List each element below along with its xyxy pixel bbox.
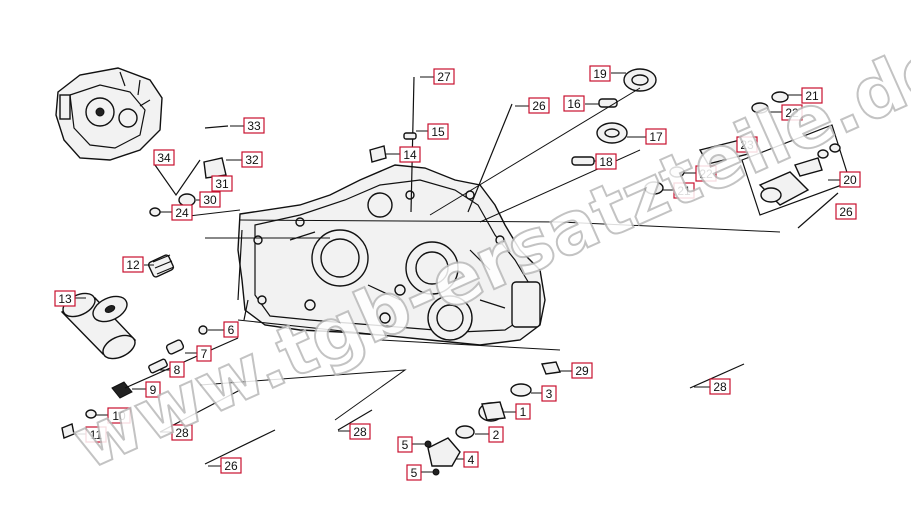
svg-text:2: 2: [493, 428, 500, 442]
svg-text:20: 20: [843, 173, 857, 187]
svg-text:4: 4: [468, 453, 475, 467]
oil-filter: [60, 292, 137, 360]
svg-text:13: 13: [58, 292, 72, 306]
svg-text:16: 16: [567, 97, 581, 111]
svg-text:21: 21: [805, 89, 819, 103]
callout-26b: 26: [835, 203, 857, 220]
callout-2: 2: [475, 426, 504, 443]
svg-text:5: 5: [411, 466, 418, 480]
callout-labels: 1 2 3 4 5 5 6: [54, 65, 861, 481]
svg-text:32: 32: [245, 153, 259, 167]
svg-text:22: 22: [699, 167, 713, 181]
oil-pump-parts: [424, 361, 561, 476]
svg-text:23: 23: [740, 138, 754, 152]
assembly-lines: [171, 149, 781, 421]
svg-text:28: 28: [713, 380, 727, 394]
small-parts-upper-left: [149, 132, 417, 217]
gears: [429, 68, 789, 216]
callout-16: 16: [563, 95, 599, 112]
svg-text:26: 26: [532, 99, 546, 113]
svg-text:31: 31: [215, 177, 229, 191]
svg-text:8: 8: [174, 363, 181, 377]
svg-text:29: 29: [575, 364, 589, 378]
callout-34: 34: [153, 149, 175, 166]
svg-text:26: 26: [839, 205, 853, 219]
svg-text:24: 24: [175, 206, 189, 220]
callout-26a: 26: [515, 97, 550, 114]
svg-text:28: 28: [175, 426, 189, 440]
svg-text:27: 27: [437, 70, 451, 84]
engine-thumbnail: [55, 67, 163, 161]
callout-10: 10: [96, 407, 131, 424]
svg-text:3: 3: [546, 387, 553, 401]
svg-text:33: 33: [247, 119, 261, 133]
callout-12: 12: [122, 256, 154, 273]
svg-text:34: 34: [157, 151, 171, 165]
svg-text:21: 21: [677, 184, 691, 198]
callout-18: 18: [594, 153, 617, 170]
svg-text:5: 5: [402, 438, 409, 452]
callout-17: 17: [627, 128, 667, 145]
callout-14: 14: [386, 146, 421, 163]
callout-8: 8: [160, 361, 185, 378]
callout-30: 30: [196, 191, 221, 208]
callout-6: 6: [208, 321, 239, 338]
callout-13: 13: [54, 290, 86, 307]
svg-text:22: 22: [785, 106, 799, 120]
callout-28a: 28: [694, 378, 731, 395]
callout-9: 9: [132, 381, 161, 398]
svg-text:17: 17: [649, 130, 663, 144]
callout-21a: 21: [788, 87, 823, 104]
callout-3: 3: [531, 385, 557, 402]
callout-21b: 21: [663, 182, 695, 199]
callout-15: 15: [416, 123, 449, 140]
svg-text:7: 7: [201, 347, 208, 361]
callout-28b: 28: [160, 424, 193, 441]
callout-5b: 5: [406, 464, 433, 481]
callout-4: 4: [456, 451, 479, 468]
callout-29: 29: [560, 362, 593, 379]
callout-1: 1: [503, 403, 531, 420]
callout-23: 23: [736, 136, 758, 153]
svg-text:10: 10: [112, 409, 126, 423]
svg-text:18: 18: [599, 155, 613, 169]
svg-text:1: 1: [520, 405, 527, 419]
callout-32: 32: [226, 151, 263, 168]
svg-text:19: 19: [593, 67, 607, 81]
callout-33: 33: [230, 117, 265, 134]
svg-text:11: 11: [90, 428, 103, 442]
callout-22a: 22: [768, 104, 803, 121]
callout-26c: 26: [208, 457, 242, 474]
callout-7: 7: [185, 345, 212, 362]
svg-text:15: 15: [431, 125, 445, 139]
callout-19: 19: [589, 65, 626, 82]
callout-27: 27: [420, 68, 455, 85]
callout-31: 31: [211, 175, 233, 192]
callout-11: 11: [74, 426, 107, 443]
svg-text:12: 12: [126, 258, 140, 272]
svg-text:14: 14: [403, 148, 417, 162]
filter-spring: [147, 254, 175, 278]
svg-text:9: 9: [150, 383, 157, 397]
svg-text:28: 28: [353, 425, 367, 439]
svg-text:6: 6: [228, 323, 235, 337]
callout-22b: 22: [684, 165, 717, 182]
callout-20: 20: [828, 171, 861, 188]
callout-28c: 28: [338, 423, 371, 440]
long-bolts: [159, 76, 839, 465]
callout-24: 24: [160, 204, 193, 221]
svg-text:26: 26: [224, 459, 238, 473]
svg-text:30: 30: [203, 193, 217, 207]
callout-5a: 5: [397, 436, 425, 453]
